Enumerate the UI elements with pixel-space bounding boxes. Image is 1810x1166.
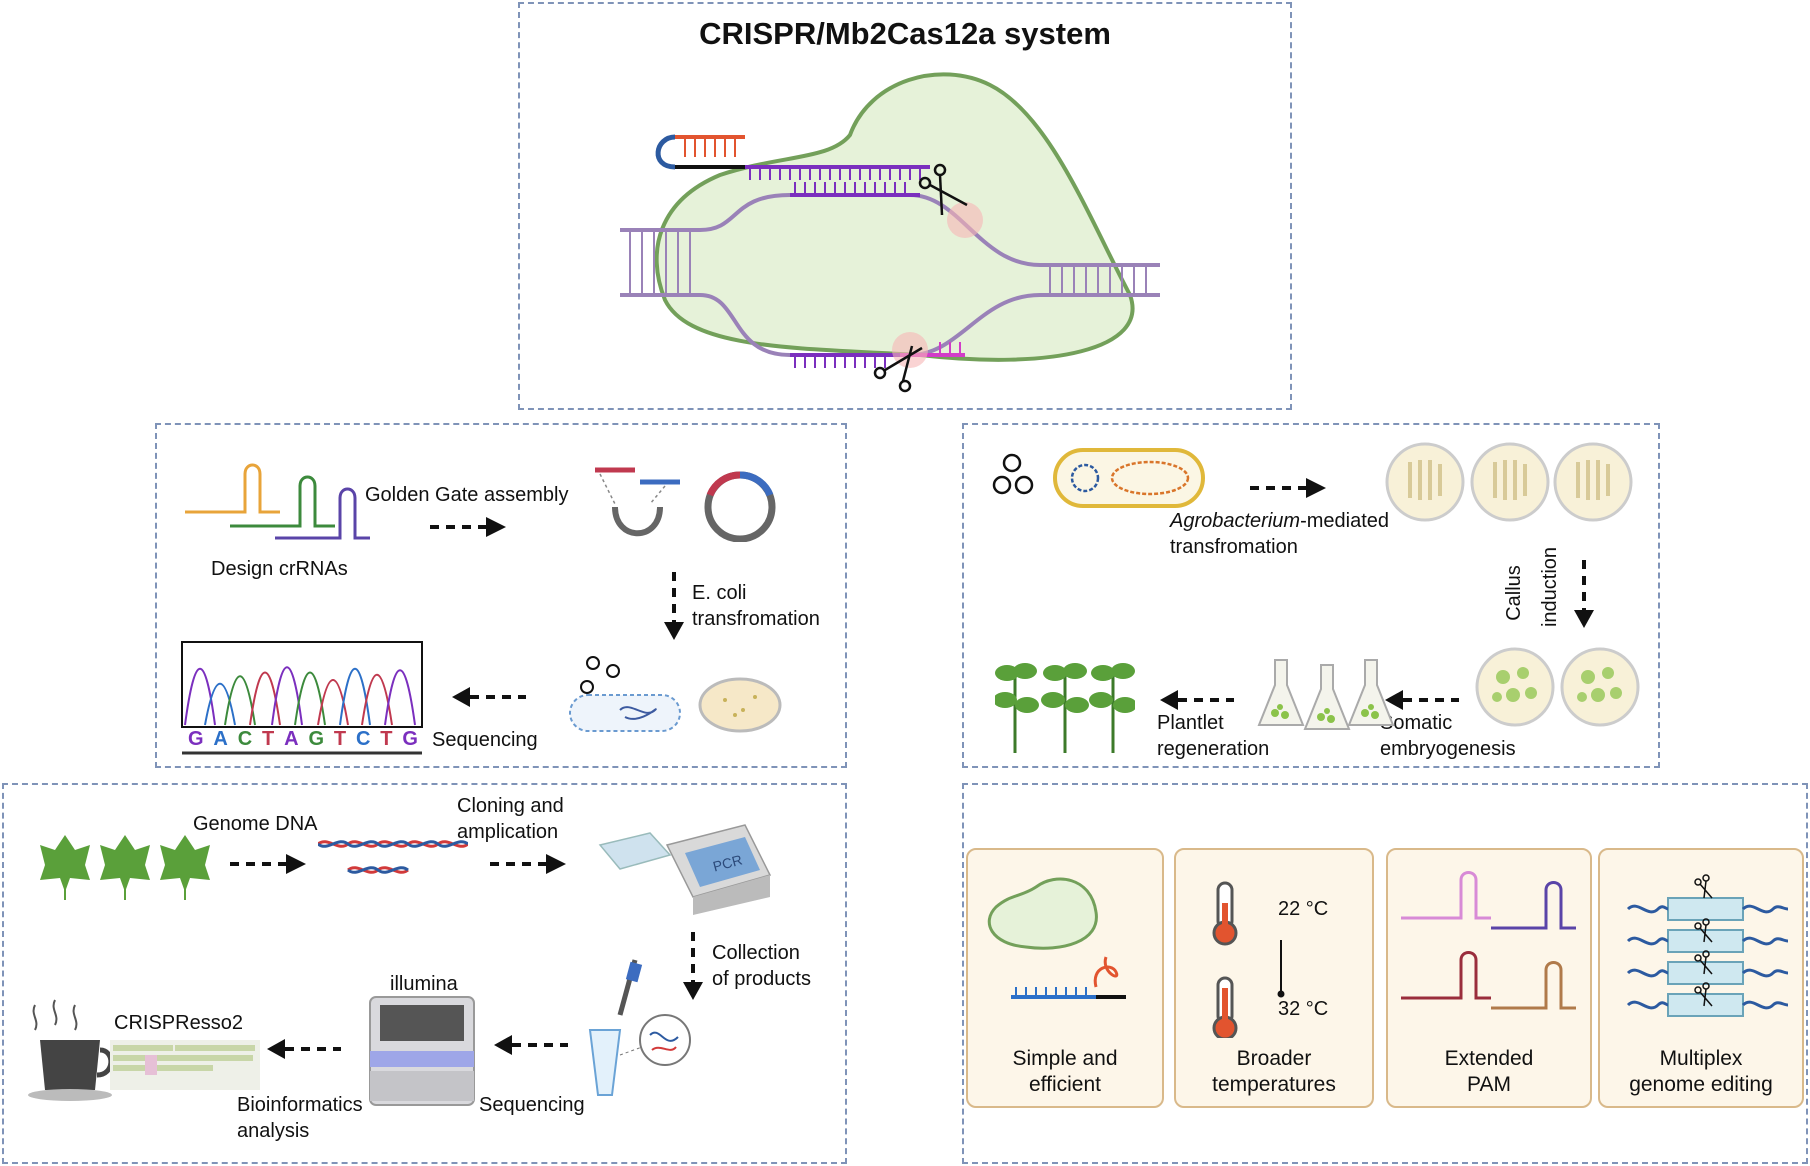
- cas12a-simple-icon: [987, 877, 1126, 999]
- temperature-high-label: 22 °C: [1278, 898, 1329, 920]
- feature-card-label-1: Simple and: [1012, 1047, 1118, 1070]
- base-letter: G: [402, 728, 418, 750]
- arrow-somatic: [1385, 690, 1459, 710]
- flasks-illustration: [1257, 659, 1395, 730]
- agrobacterium-illustration: [992, 448, 1205, 508]
- arrow-cloning: [490, 854, 566, 874]
- plantlet-label-2: regeneration: [1157, 738, 1270, 760]
- features-panel: [962, 783, 1808, 1164]
- figure-title: CRISPR/Mb2Cas12a system: [699, 16, 1111, 51]
- feature-card-multiplex: Multiplex genome editing: [1598, 848, 1804, 1108]
- base-letter: A: [213, 728, 228, 750]
- ecoli-label-1: E. coli: [692, 582, 747, 604]
- pcr-machine: PCR: [598, 824, 772, 915]
- feature-card-label-1: Broader: [1236, 1047, 1312, 1070]
- chromatogram-bases: G A C T A G T C T G: [188, 728, 418, 751]
- design-crrnas-label: Design crRNAs: [211, 558, 348, 580]
- base-letter: T: [262, 728, 275, 750]
- golden-gate-label: Golden Gate assembly: [365, 484, 569, 506]
- feature-card-temperature: 22 °C 32 °C Broader temperatures: [1174, 848, 1374, 1108]
- cloning-label-1: Cloning and: [457, 795, 564, 817]
- agro-rest: -mediated: [1300, 510, 1389, 532]
- somatic-label-2: embryogenesis: [1380, 738, 1516, 760]
- thermometer-icons: [1212, 881, 1238, 1038]
- base-letter: G: [308, 728, 324, 750]
- temperature-low-label: 32 °C: [1278, 998, 1329, 1020]
- embryo-plates: [1475, 647, 1640, 727]
- crrna-design-illustration: [185, 463, 370, 540]
- pipette-tube-illustration: [588, 959, 691, 1096]
- base-letter: A: [284, 728, 299, 750]
- feature-card-label-1: Extended: [1444, 1047, 1534, 1070]
- sequencer-machine: [369, 996, 475, 1106]
- plant-transformation-panel: [962, 423, 1660, 768]
- mechanism-panel: [518, 2, 1292, 410]
- arrow-genome: [230, 854, 306, 874]
- callus-label-1: Callus: [1502, 565, 1525, 621]
- base-letter: C: [355, 728, 371, 750]
- arrow-plantlet: [1160, 690, 1234, 710]
- arrow-agro: [1250, 478, 1326, 498]
- sequencing-label-cloning: Sequencing: [432, 729, 538, 751]
- illumina-label: illumina: [390, 973, 458, 995]
- arrow-bioinformatics: [267, 1039, 341, 1059]
- base-letter: T: [380, 728, 393, 750]
- collection-label-2: of products: [712, 968, 811, 990]
- base-letter: T: [333, 728, 347, 750]
- callus-label-2: induction: [1539, 546, 1562, 628]
- bioinformatics-label-1: Bioinformatics: [237, 1094, 363, 1116]
- arrow-sequencing-analysis: [494, 1035, 568, 1055]
- cotton-leaves: [40, 835, 210, 900]
- dna-fragments: [318, 840, 468, 874]
- sequencing-label-analysis: Sequencing: [479, 1094, 585, 1116]
- coffee-and-report-illustration: [28, 999, 260, 1101]
- feature-card-label-2: efficient: [1029, 1073, 1101, 1096]
- feature-card-label-2: genome editing: [1629, 1073, 1773, 1096]
- cloning-label-2: amplication: [457, 821, 559, 843]
- somatic-label-1: Somatic: [1380, 712, 1453, 734]
- analysis-panel: [2, 783, 847, 1164]
- scissors-icon-bottom: [873, 345, 923, 393]
- agro-label-line1: Agrobacterium-mediated: [1170, 508, 1389, 534]
- base-letter: C: [237, 728, 253, 750]
- chromatogram: [181, 641, 423, 755]
- feature-card-label-2: temperatures: [1212, 1073, 1336, 1096]
- feature-card-pam: Extended PAM: [1386, 848, 1592, 1108]
- crispresso-label: CRISPResso2: [114, 1012, 243, 1034]
- genome-dna-label: Genome DNA: [193, 813, 318, 835]
- feature-card-label-2: PAM: [1467, 1073, 1511, 1096]
- regenerated-plants: [995, 663, 1135, 753]
- arrow-collection: [683, 932, 703, 1000]
- agro-label-line2: transfromation: [1170, 536, 1298, 558]
- plantlet-label-1: Plantlet: [1157, 712, 1224, 734]
- ecoli-cell-and-plate: [569, 656, 782, 733]
- multiplex-editing-icon: [1626, 874, 1789, 1017]
- pcr-label: PCR: [711, 851, 744, 874]
- temperature-range-line: [1277, 940, 1285, 998]
- arrow-sequencing: [452, 687, 526, 707]
- base-letter: G: [188, 728, 204, 750]
- collection-label-1: Collection: [712, 942, 800, 964]
- feature-card-simple: Simple and efficient: [966, 848, 1164, 1108]
- crrna-cloning-panel: [155, 423, 847, 768]
- arrow-callus: [1574, 560, 1594, 628]
- callus-plates-top: [1385, 442, 1633, 522]
- arrow-golden-gate: [430, 517, 506, 537]
- bioinformatics-label-2: analysis: [237, 1120, 310, 1142]
- arrow-ecoli: [664, 572, 684, 640]
- ecoli-label-2: transfromation: [692, 608, 820, 630]
- cas12a-protein: [654, 72, 1135, 362]
- feature-card-label-1: Multiplex: [1659, 1047, 1743, 1070]
- agro-italic: Agrobacterium: [1170, 510, 1301, 532]
- pam-variants-icon: [1401, 871, 1576, 1010]
- cas12a-mechanism-illustration: [620, 72, 1160, 393]
- plasmid-assembly-illustration: [595, 467, 776, 542]
- crrna-loop: [655, 134, 676, 170]
- scissors-icon-top: [918, 163, 968, 216]
